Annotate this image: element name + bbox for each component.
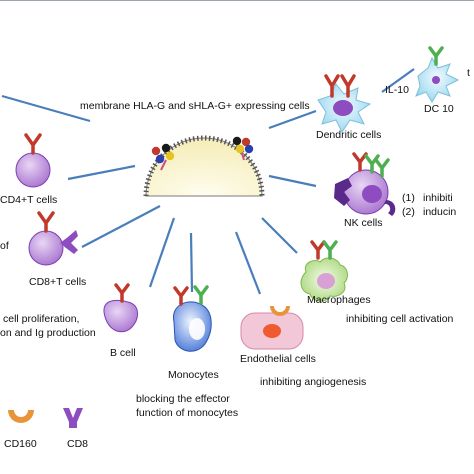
right-fragment-label: t xyxy=(467,67,470,79)
bcell-label: B cell xyxy=(110,347,136,359)
nk-effect-2-text: inducin xyxy=(423,206,457,218)
connector-cd8 xyxy=(81,205,161,248)
dendritic-cell-icon xyxy=(317,74,372,133)
monocytes-label: Monocytes xyxy=(168,369,219,381)
macrophage-icon xyxy=(300,240,348,302)
top-border xyxy=(0,0,474,1)
cd8-label: CD8+T cells xyxy=(29,276,87,288)
cd8-t-cell-icon xyxy=(28,211,78,266)
connector-bcell xyxy=(148,217,176,288)
legend-cd8-label: CD8 xyxy=(67,438,89,450)
legend-cd160-label: CD160 xyxy=(4,438,37,450)
cd4-label: CD4+T cells xyxy=(0,194,58,206)
macrophages-label: Macrophages xyxy=(307,294,371,306)
endothelial-cell-icon xyxy=(240,306,304,350)
legend-cd8-icon xyxy=(63,408,83,428)
nk-effect-1-text: inhibiti xyxy=(423,192,453,204)
endothelial-effect: inhibiting angiogenesis xyxy=(260,376,367,388)
nk-cell-icon xyxy=(334,152,396,216)
connector-macrophages xyxy=(261,217,298,254)
connector-left-top xyxy=(1,94,91,123)
macrophages-effect: inhibiting cell activation xyxy=(346,313,454,325)
monocyte-icon xyxy=(172,285,212,352)
connector-monocytes xyxy=(189,232,194,293)
monocytes-effect-line1: blocking the effector xyxy=(136,393,230,405)
hla-g-expressing-cell xyxy=(143,135,265,197)
dc10-cell-icon xyxy=(415,46,460,103)
connector-endothelial xyxy=(234,231,262,295)
nk-cells-label: NK cells xyxy=(344,217,383,229)
cd4-t-cell-icon xyxy=(15,133,51,188)
connector-dendritic xyxy=(268,109,317,130)
nk-effect-2-num: (2) xyxy=(402,206,415,218)
connector-lines xyxy=(1,68,415,295)
hla-g-molecule-left-icon xyxy=(151,143,175,171)
bcell-effect-line2: on and Ig production xyxy=(0,327,96,339)
left-edge-fragment xyxy=(0,104,8,112)
monocytes-effect-line2: function of monocytes xyxy=(136,407,239,419)
il10-label: IL-10 xyxy=(385,84,409,96)
connector-il10 xyxy=(381,68,415,93)
b-cell-icon xyxy=(103,283,138,333)
dc10-label: DC 10 xyxy=(424,103,454,115)
connector-cd4 xyxy=(67,164,136,181)
bcell-effect-line1: cell proliferation, xyxy=(3,313,80,325)
legend-cd160-icon xyxy=(8,410,34,423)
nk-effect-1-num: (1) xyxy=(402,192,415,204)
left-fragment-label: of xyxy=(0,240,9,252)
center-title: membrane HLA-G and sHLA-G+ expressing ce… xyxy=(80,100,310,112)
dendritic-cells-label: Dendritic cells xyxy=(316,129,382,141)
hla-g-molecule-right-icon xyxy=(232,136,254,161)
endothelial-label: Endothelial cells xyxy=(240,353,316,365)
connector-nk xyxy=(268,174,317,188)
